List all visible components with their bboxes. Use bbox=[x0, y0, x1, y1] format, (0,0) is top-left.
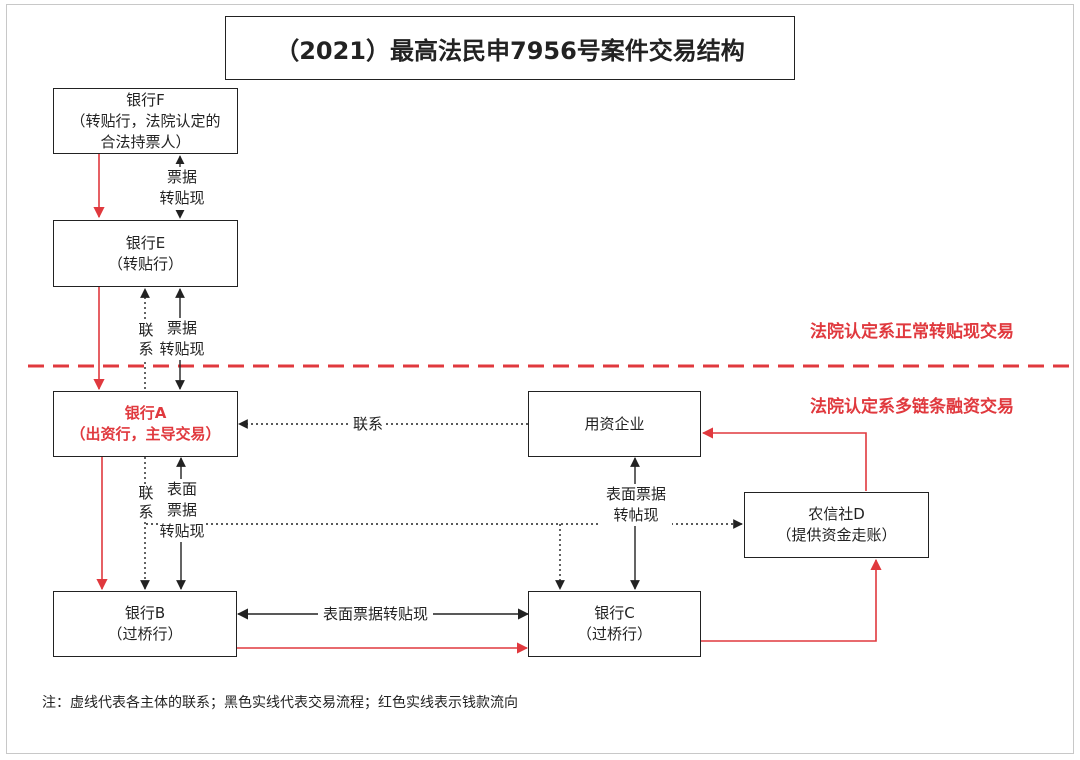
diagram-frame bbox=[6, 4, 1074, 754]
node-bank-e-name: 银行E bbox=[125, 233, 166, 252]
node-credit-d: 农信社D （提供资金走账） bbox=[744, 492, 929, 558]
node-bank-a: 银行A （出资行，主导交易） bbox=[53, 391, 238, 457]
label-f-e: 票据 转贴现 bbox=[158, 167, 206, 209]
legend-note: 注：虚线代表各主体的联系；黑色实线代表交易流程；红色实线表示钱款流向 bbox=[42, 695, 518, 711]
money-flow-c-to-d bbox=[701, 558, 882, 642]
node-bank-a-role: （出资行，主导交易） bbox=[70, 425, 221, 443]
node-bank-f-role-2: 合法持票人） bbox=[100, 132, 191, 151]
label-f-e-line-2: 转贴现 bbox=[159, 189, 205, 207]
label-contact-enterprise-a: 联系 bbox=[350, 414, 386, 435]
node-bank-c-role: （过桥行） bbox=[576, 625, 652, 643]
label-f-e-line-1: 票据 bbox=[166, 168, 197, 186]
node-bank-f: 银行F （转贴行，法院认定的 合法持票人） bbox=[53, 88, 238, 154]
node-bank-b: 银行B （过桥行） bbox=[53, 591, 237, 657]
label-e-a-line-1: 票据 bbox=[166, 319, 197, 337]
label-b-c: 表面票据转贴现 bbox=[318, 604, 433, 625]
node-bank-e: 银行E （转贴行） bbox=[53, 220, 238, 287]
node-credit-d-role: （提供资金走账） bbox=[776, 526, 897, 544]
label-a-b: 表面 票据 转贴现 bbox=[158, 479, 206, 542]
label-contact-a-b: 联系 bbox=[137, 484, 155, 522]
node-bank-f-name: 银行F bbox=[126, 90, 165, 109]
node-bank-e-role: （转贴行） bbox=[107, 254, 183, 273]
label-enterprise-c-line-1: 表面票据 bbox=[605, 485, 666, 503]
node-bank-b-name: 银行B bbox=[124, 604, 166, 622]
node-enterprise-name: 用资企业 bbox=[584, 414, 645, 433]
node-bank-c: 银行C （过桥行） bbox=[528, 591, 701, 657]
node-bank-a-name: 银行A bbox=[124, 404, 167, 422]
label-contact-e-a: 联系 bbox=[137, 321, 155, 359]
label-e-a-line-2: 转贴现 bbox=[159, 340, 205, 358]
label-a-b-line-1: 表面 bbox=[166, 480, 197, 498]
node-credit-d-name: 农信社D bbox=[808, 505, 865, 523]
node-bank-c-name: 银行C bbox=[594, 604, 635, 622]
label-enterprise-c: 表面票据 转帖现 bbox=[600, 484, 672, 526]
label-a-b-line-3: 转贴现 bbox=[159, 522, 205, 540]
section-label-lower: 法院认定系多链条融资交易 bbox=[810, 397, 1014, 417]
node-enterprise: 用资企业 bbox=[528, 391, 701, 457]
money-flow-d-to-enterprise bbox=[701, 427, 867, 491]
section-label-upper: 法院认定系正常转贴现交易 bbox=[810, 322, 1014, 342]
label-enterprise-c-line-2: 转帖现 bbox=[613, 506, 659, 524]
label-a-b-line-2: 票据 bbox=[166, 501, 197, 519]
node-bank-b-role: （过桥行） bbox=[107, 625, 183, 643]
label-e-a: 票据 转贴现 bbox=[158, 318, 206, 360]
node-bank-f-role: （转贴行，法院认定的 bbox=[70, 111, 221, 130]
diagram-title: （2021）最高法民申7956号案件交易结构 bbox=[225, 16, 795, 80]
